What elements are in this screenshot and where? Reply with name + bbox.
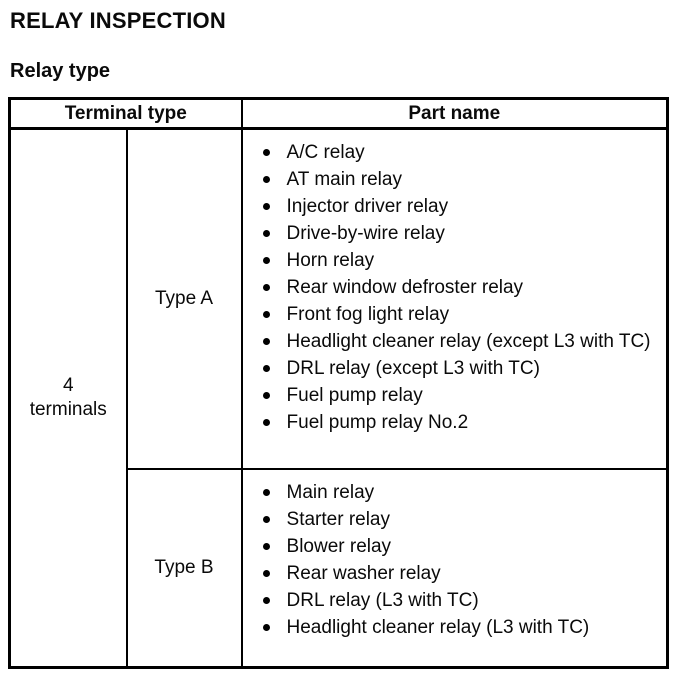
part-list-item: DRL relay (except L3 with TC) — [261, 355, 661, 382]
type-b-cell: Type B — [125, 468, 243, 669]
relay-type-table: Terminal type Part name 4 terminals Type… — [8, 97, 670, 669]
col-header-terminal-type: Terminal type — [8, 97, 243, 130]
part-list-item: AT main relay — [261, 166, 661, 193]
part-list-item: Front fog light relay — [261, 301, 661, 328]
part-list-item: Rear window defroster relay — [261, 274, 661, 301]
part-list-item: Headlight cleaner relay (except L3 with … — [261, 328, 661, 355]
part-list-item: Horn relay — [261, 247, 661, 274]
part-list-item: Fuel pump relay No.2 — [261, 409, 661, 436]
terminal-count-cell: 4 terminals — [8, 127, 128, 669]
document-page: RELAY INSPECTION Relay type Terminal typ… — [8, 8, 670, 669]
part-list-item: Injector driver relay — [261, 193, 661, 220]
part-list-item: Headlight cleaner relay (L3 with TC) — [261, 614, 661, 641]
part-list-item: Fuel pump relay — [261, 382, 661, 409]
page-title: RELAY INSPECTION — [10, 8, 226, 33]
part-list-item: A/C relay — [261, 139, 661, 166]
part-list-item: Starter relay — [261, 506, 661, 533]
part-list-item: DRL relay (L3 with TC) — [261, 587, 661, 614]
part-list-item: Rear washer relay — [261, 560, 661, 587]
type-a-cell: Type A — [125, 127, 243, 470]
part-list-item: Main relay — [261, 479, 661, 506]
section-title: Relay type — [10, 60, 111, 82]
part-list-item: Blower relay — [261, 533, 661, 560]
table-header-row: Terminal type Part name — [8, 97, 669, 130]
col-header-part-name: Part name — [240, 97, 669, 130]
part-list-item: Drive-by-wire relay — [261, 220, 661, 247]
